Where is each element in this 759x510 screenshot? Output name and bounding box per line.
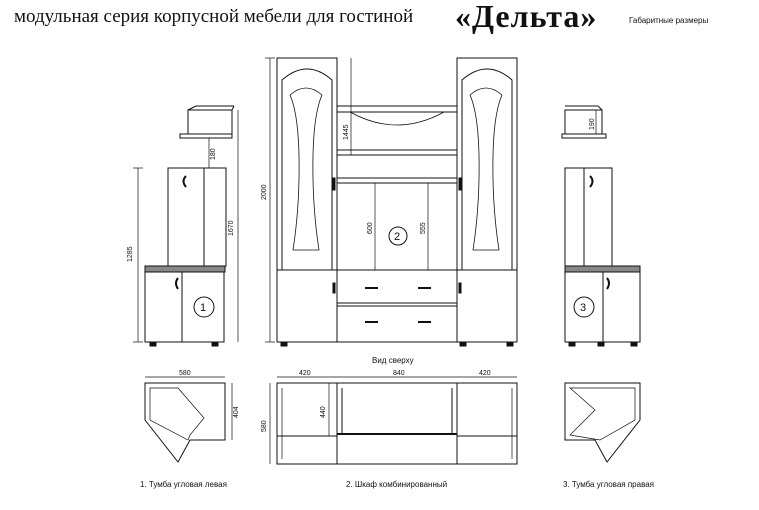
dim-center-left-width: 420 [299, 370, 311, 377]
module-2-top-view [269, 376, 518, 465]
caption-module-1: 1. Тумба угловая левая [140, 480, 227, 489]
dim-center-shelf-height: 600 [367, 222, 374, 234]
module-3-number: 3 [580, 302, 586, 314]
brand-quote-open: « [455, 0, 472, 34]
module-2-number: 2 [394, 231, 400, 243]
dim-right-shelf-gap: 190 [589, 118, 596, 130]
dim-left-depth: 404 [233, 406, 240, 418]
top-view-label: Вид сверху [372, 356, 414, 365]
brand-title: Дельта [472, 0, 581, 34]
dim-left-lower-height: 1285 [127, 246, 134, 262]
dim-center-right-width: 420 [479, 370, 491, 377]
dim-left-width: 580 [179, 370, 191, 377]
module-1-front [133, 105, 239, 347]
brand-name: «Дельта» [455, 0, 597, 35]
dim-center-shelf-height2: 555 [420, 222, 427, 234]
dimensions-label: Габаритные размеры [629, 16, 709, 25]
module-2-front [265, 57, 518, 347]
dim-center-height: 2000 [261, 184, 268, 200]
dim-left-shelf-gap: 180 [210, 148, 217, 160]
dim-left-total-height: 1670 [228, 220, 235, 236]
caption-module-3: 3. Тумба угловая правая [563, 480, 655, 489]
page-title: модульная серия корпусной мебели для гос… [14, 6, 414, 27]
module-1-top-view [144, 376, 233, 463]
caption-module-2: 2. Шкаф комбинированный [346, 480, 448, 489]
module-3-top-view [564, 382, 641, 463]
dim-center-mid-width: 840 [393, 370, 405, 377]
module-1-number: 1 [200, 302, 206, 314]
dim-center-depth: 580 [261, 420, 268, 432]
module-3-front [561, 105, 641, 347]
brand-quote-close: » [580, 0, 598, 34]
dim-center-inner-depth: 440 [320, 406, 327, 418]
dim-center-niche-height: 1445 [343, 124, 350, 140]
